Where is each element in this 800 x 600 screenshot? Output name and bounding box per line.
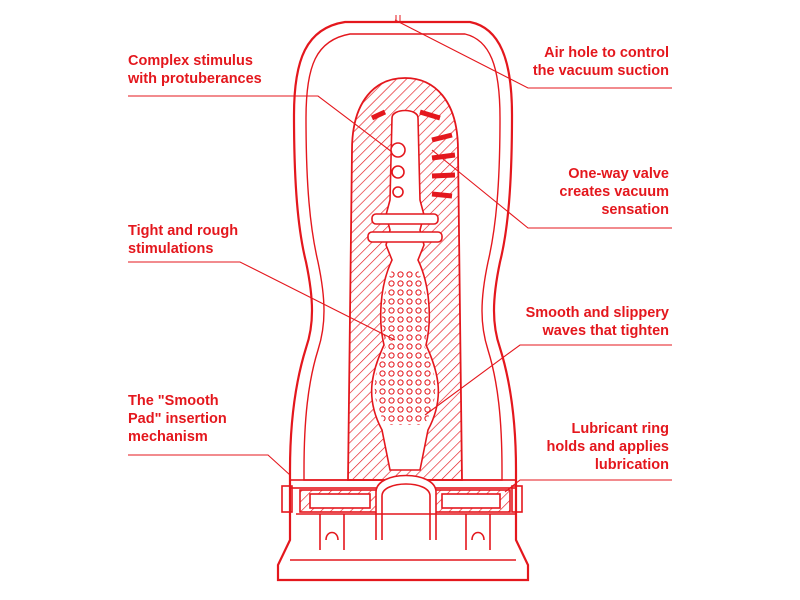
base-assembly [281, 474, 523, 561]
label-tight-rough: Tight and rough stimulations [128, 222, 238, 258]
leader-complex-stimulus [128, 95, 393, 153]
label-line: with protuberances [128, 71, 262, 87]
sleeve-outline [347, 77, 463, 481]
label-line: holds and applies [546, 439, 669, 455]
label-air-hole: Air hole to control the vacuum suction [533, 44, 669, 80]
label-line: lubrication [594, 457, 669, 473]
label-one-way-valve: One-way valve creates vacuum sensation [559, 165, 669, 219]
outer-casing [276, 20, 530, 582]
label-line: Tight and rough [128, 223, 239, 239]
label-line: Pad" insertion [128, 411, 227, 427]
canal-dots [374, 270, 436, 425]
label-line: waves that tighten [542, 323, 670, 339]
label-line: mechanism [128, 429, 208, 445]
leader-lubricant-ring [504, 479, 672, 493]
label-line: Smooth and slippery [525, 305, 669, 321]
leader-air-hole [394, 19, 672, 89]
leader-tight-rough [128, 261, 396, 341]
label-line: stimulations [128, 241, 214, 257]
label-complex-stimulus: Complex stimulus with protuberances [128, 52, 262, 88]
label-line: sensation [601, 202, 669, 218]
label-smooth-waves: Smooth and slippery waves that tighten [526, 304, 669, 340]
label-line: creates vacuum [559, 184, 669, 200]
label-lubricant-ring: Lubricant ring holds and applies lubrica… [547, 420, 669, 474]
leader-smooth-pad [128, 454, 291, 476]
leader-smooth-waves [424, 344, 672, 416]
leader-one-way-valve [431, 149, 672, 229]
label-line: Air hole to control [544, 45, 669, 61]
label-line: The "Smooth [128, 393, 219, 409]
label-smooth-pad: The "Smooth Pad" insertion mechanism [128, 392, 227, 446]
air-hole-marker [395, 15, 401, 22]
label-line: Lubricant ring [571, 421, 669, 437]
label-line: the vacuum suction [532, 63, 669, 79]
leader-lines [128, 19, 672, 493]
label-line: Complex stimulus [128, 53, 253, 69]
label-line: One-way valve [568, 166, 669, 182]
top-protuberances [367, 109, 456, 243]
